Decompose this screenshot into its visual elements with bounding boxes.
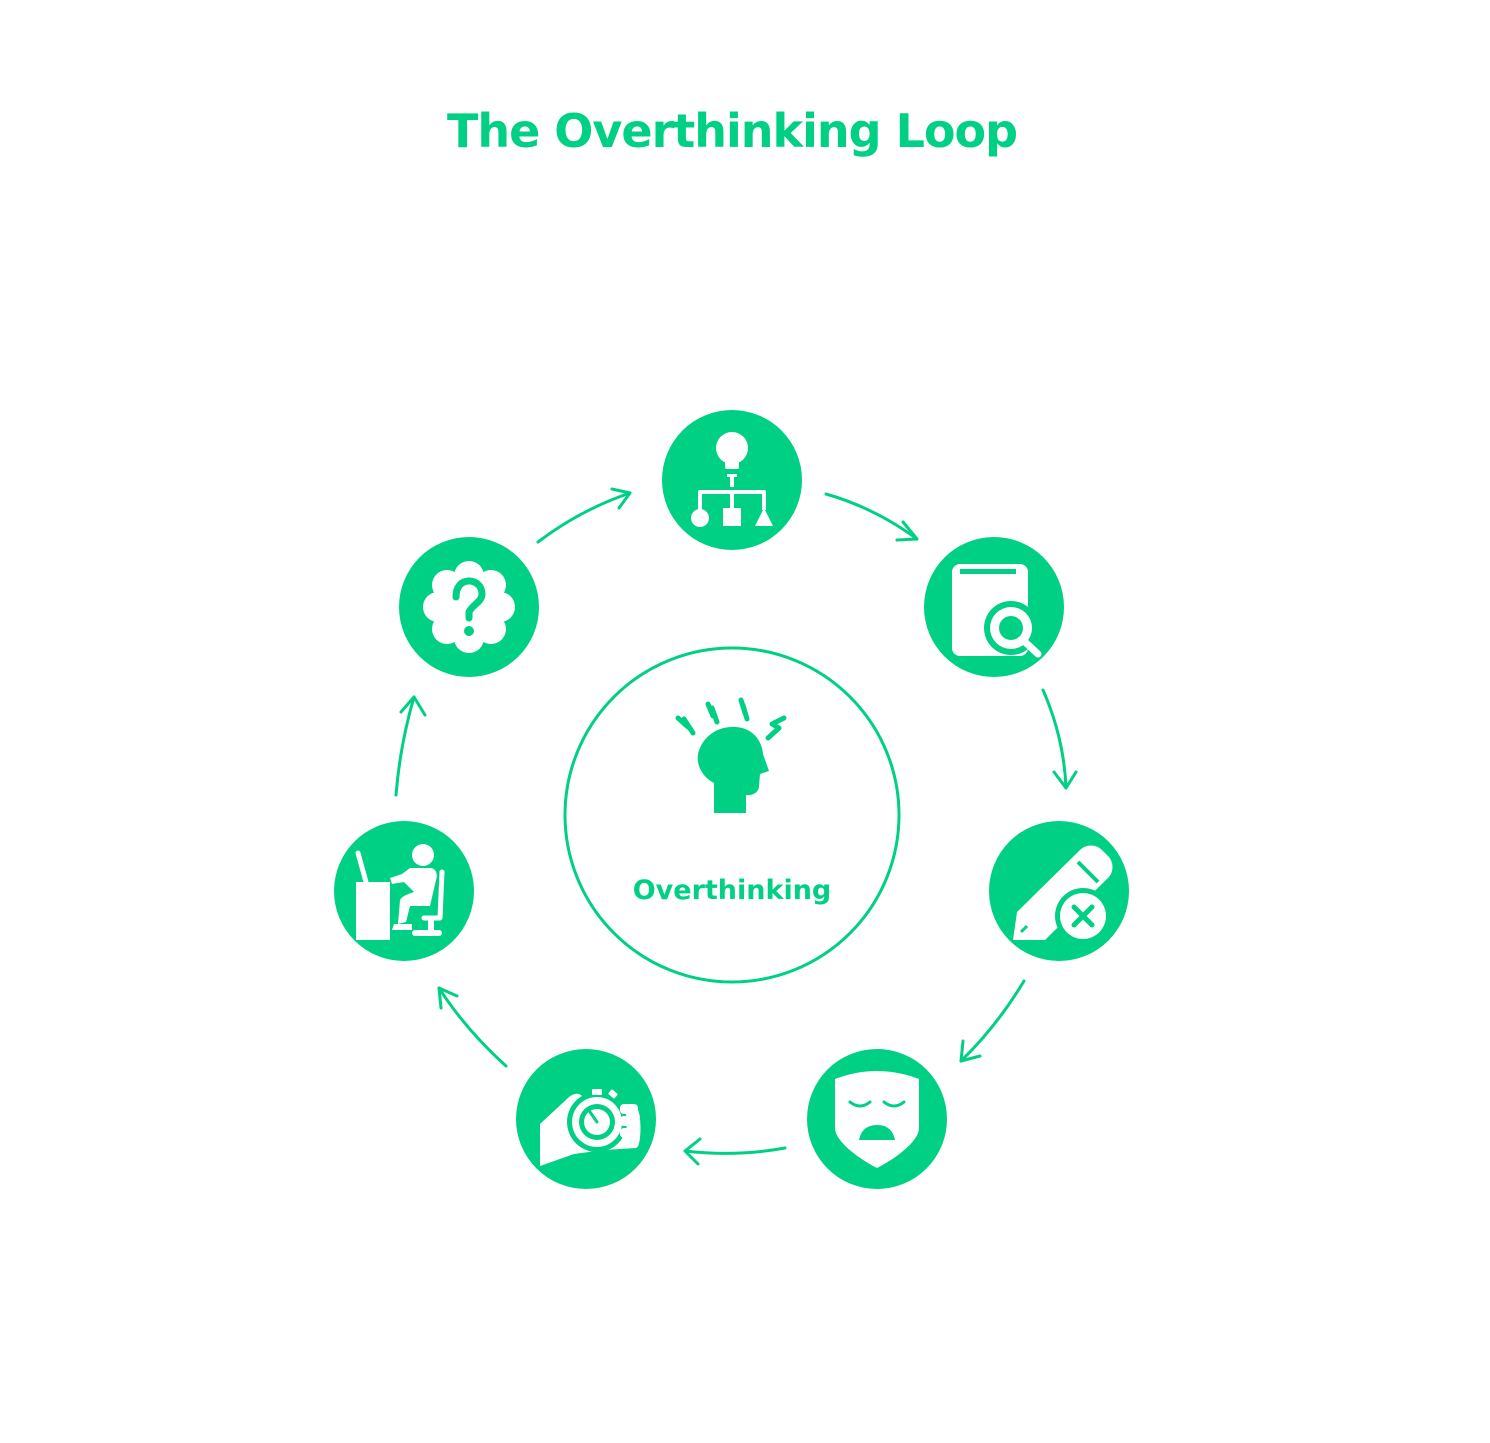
center-label: Overthinking [633, 875, 832, 906]
node-pencil-cancel [989, 821, 1129, 961]
node-question-cloud [399, 537, 539, 677]
arrow-4-to-5 [683, 1137, 787, 1166]
hand-stopwatch-icon [540, 1089, 641, 1166]
pencil-cancel-icon [1013, 845, 1113, 944]
arrow-1-to-2 [824, 492, 919, 542]
arrow-7-to-1 [536, 487, 632, 544]
node-idea [662, 410, 802, 550]
sad-mask-icon [835, 1071, 919, 1168]
node-hand-stopwatch [516, 1049, 656, 1189]
question-cloud-icon [423, 561, 515, 653]
node-document-search [924, 537, 1064, 677]
arrow-5-to-6 [437, 986, 508, 1068]
person-at-desk-icon [355, 844, 445, 940]
node-person-at-desk [334, 821, 474, 961]
center-ring [563, 646, 901, 984]
idea-flowchart-icon [691, 432, 773, 527]
arrow-2-to-3 [1041, 688, 1078, 790]
loop-arrows [394, 487, 1078, 1166]
node-sad-mask [807, 1049, 947, 1189]
arrow-6-to-7 [394, 695, 427, 797]
diagram-title: The Overthinking Loop [446, 104, 1018, 158]
document-search-icon [952, 564, 1042, 658]
stressed-head-icon [675, 697, 787, 813]
arrow-3-to-4 [959, 979, 1026, 1063]
